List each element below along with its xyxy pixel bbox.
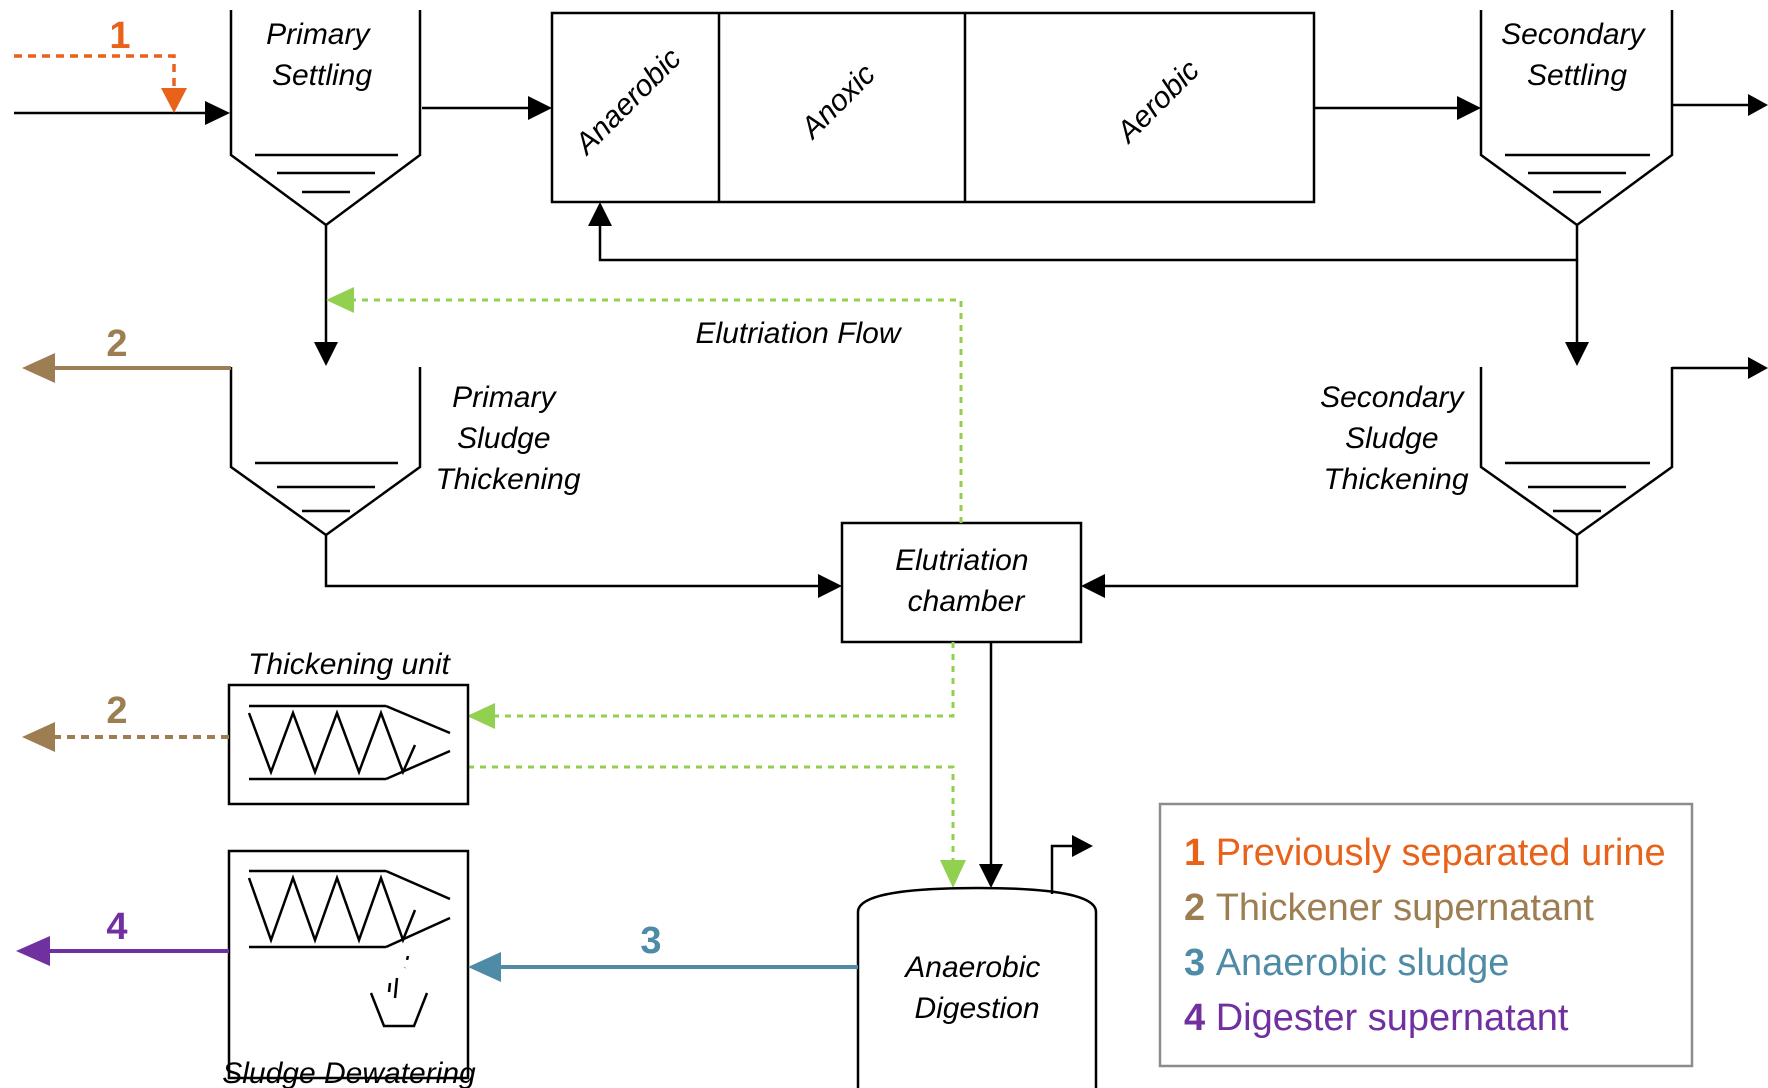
elutriation-to-thickening-unit-line bbox=[493, 642, 955, 718]
influent-arrowhead bbox=[205, 101, 230, 125]
legend-item: 2 Thickener supernatant bbox=[1184, 887, 1594, 929]
digester-supernatant-arrowhead bbox=[16, 936, 50, 966]
primary-thickener-supernatant-arrowhead bbox=[22, 353, 55, 383]
stream-4-digester-supernatant: 4 bbox=[16, 906, 229, 966]
primary-settling-line-2: Settling bbox=[272, 59, 372, 92]
stream-2-thickening-unit: 2 bbox=[22, 690, 229, 752]
secondary-thickening-line-2: Sludge bbox=[1345, 422, 1438, 455]
secondary-thickening-to-elutriation-line bbox=[1102, 535, 1579, 588]
primary-sludge-thickener: Primary Sludge Thickening bbox=[229, 367, 581, 537]
anaerobic-digestion-label: Anaerobic Digestion bbox=[903, 951, 1048, 1025]
stream-3-anaerobic-sludge: 3 bbox=[468, 920, 858, 982]
stream-number-2-lower: 2 bbox=[106, 690, 127, 732]
primary-thickening-to-elutriation-arrowhead bbox=[818, 574, 842, 598]
urine-stream-line bbox=[14, 54, 176, 88]
elutriation-to-digester-arrowhead bbox=[979, 864, 1003, 888]
bioreactor-box bbox=[550, 11, 1316, 204]
primary-thickening-to-elutriation-line bbox=[324, 535, 822, 588]
legend-item-number: 3 bbox=[1184, 942, 1216, 984]
thickening-unit-supernatant-arrowhead bbox=[22, 722, 55, 752]
dewatering-screw-icon bbox=[247, 874, 417, 944]
stream-number-4: 4 bbox=[106, 906, 127, 948]
elutriation-chamber-line-1: Elutriation bbox=[895, 544, 1028, 577]
reactor-to-secondary-arrowhead bbox=[1457, 96, 1481, 120]
zone-anaerobic-label: Anaerobic bbox=[567, 42, 687, 162]
primary-to-reactor-arrowhead bbox=[528, 96, 552, 120]
stream-number-2-upper: 2 bbox=[106, 323, 127, 365]
secondary-settling-label: Secondary Settling bbox=[1501, 18, 1653, 92]
thickening-unit-to-digester-arrowhead bbox=[940, 860, 966, 888]
urine-stream-arrowhead bbox=[161, 88, 187, 113]
legend-item-number: 4 bbox=[1184, 997, 1216, 1039]
primary-settling-tank: Primary Settling bbox=[229, 10, 422, 227]
secondary-sludge-thickener: Secondary Sludge Thickening bbox=[1320, 367, 1674, 537]
return-sludge-arrowhead bbox=[588, 202, 612, 226]
secondary-thickening-label: Secondary Sludge Thickening bbox=[1320, 381, 1472, 496]
primary-settling-label: Primary Settling bbox=[266, 18, 378, 92]
legend-item: 1 Previously separated urine bbox=[1184, 832, 1666, 874]
elutriation-chamber-line-2: chamber bbox=[908, 585, 1026, 618]
legend-box bbox=[1158, 802, 1694, 1068]
thickening-unit-label: Thickening unit bbox=[248, 648, 451, 681]
anaerobic-sludge-arrowhead bbox=[468, 952, 501, 982]
legend-item: 3 Anaerobic sludge bbox=[1184, 942, 1509, 984]
secondary-settling-tank: Secondary Settling bbox=[1479, 10, 1674, 227]
stream-2-primary-thickener: 2 bbox=[22, 323, 231, 383]
primary-settling-line-1: Primary bbox=[266, 18, 371, 51]
elutriation-flow-arrowhead bbox=[326, 287, 354, 313]
secondary-to-thickening-arrowhead bbox=[1565, 342, 1589, 366]
sludge-dewatering-box bbox=[227, 849, 470, 1080]
primary-thickening-line-1: Primary bbox=[452, 381, 557, 414]
legend-item-label: Thickener supernatant bbox=[1216, 887, 1595, 929]
biogas-outlet-line bbox=[1050, 844, 1072, 894]
legend-item-label: Previously separated urine bbox=[1216, 832, 1666, 874]
primary-thickening-line-3: Thickening bbox=[435, 463, 580, 496]
legend-item-number: 2 bbox=[1184, 887, 1216, 929]
elutriation-flow-line bbox=[350, 298, 963, 523]
anaerobic-digester-tank bbox=[856, 886, 1098, 1088]
thickening-screw-icon bbox=[247, 709, 417, 776]
zone-aerobic-label: Aerobic bbox=[1109, 54, 1206, 151]
secondary-thickening-to-elutriation-arrowhead bbox=[1081, 574, 1105, 598]
elutriation-to-thickening-unit-arrowhead bbox=[467, 703, 495, 729]
biogas-outlet-arrowhead bbox=[1072, 835, 1093, 857]
secondary-thickening-overflow-arrowhead bbox=[1748, 357, 1768, 379]
effluent-arrowhead bbox=[1748, 94, 1768, 116]
stream-number-1: 1 bbox=[109, 15, 130, 57]
secondary-thickening-line-3: Thickening bbox=[1323, 463, 1468, 496]
legend-item-label: Anaerobic sludge bbox=[1216, 942, 1510, 984]
stream-1-urine: 1 bbox=[14, 15, 187, 113]
thickening-unit-to-digester-line bbox=[468, 765, 955, 862]
sludge-dewatering-label: Sludge Dewatering bbox=[222, 1057, 476, 1088]
primary-thickening-line-2: Sludge bbox=[457, 422, 550, 455]
zone-anoxic-label: Anoxic bbox=[793, 58, 881, 146]
sludge-dewatering-unit: Sludge Dewatering bbox=[222, 849, 476, 1088]
anaerobic-digester: Anaerobic Digestion bbox=[856, 835, 1098, 1088]
secondary-settling-line-2: Settling bbox=[1527, 59, 1627, 92]
legend-item: 4 Digester supernatant bbox=[1184, 997, 1569, 1039]
stream-number-3: 3 bbox=[640, 920, 661, 962]
elutriation-flow-label: Elutriation Flow bbox=[695, 317, 902, 350]
thickening-unit: Thickening unit bbox=[227, 648, 470, 806]
secondary-thickening-line-1: Secondary bbox=[1320, 381, 1465, 414]
sludge-cake-bin-icon bbox=[369, 992, 429, 1028]
legend-item-number: 1 bbox=[1184, 832, 1216, 874]
anaerobic-digestion-line-1: Anaerobic bbox=[903, 951, 1040, 984]
elutriation-chamber-box bbox=[840, 521, 1083, 644]
return-sludge-line bbox=[598, 222, 1579, 262]
anaerobic-digestion-line-2: Digestion bbox=[914, 992, 1039, 1025]
elutriation-chamber-label: Elutriation chamber bbox=[895, 544, 1037, 618]
primary-thickening-label: Primary Sludge Thickening bbox=[435, 381, 580, 496]
elutriation-chamber: Elutriation chamber bbox=[840, 521, 1083, 644]
primary-to-thickening-arrowhead bbox=[314, 342, 338, 366]
legend-item-label: Digester supernatant bbox=[1216, 997, 1569, 1039]
secondary-settling-line-1: Secondary bbox=[1501, 18, 1646, 51]
bioreactor: Anaerobic Anoxic Aerobic bbox=[550, 11, 1316, 204]
